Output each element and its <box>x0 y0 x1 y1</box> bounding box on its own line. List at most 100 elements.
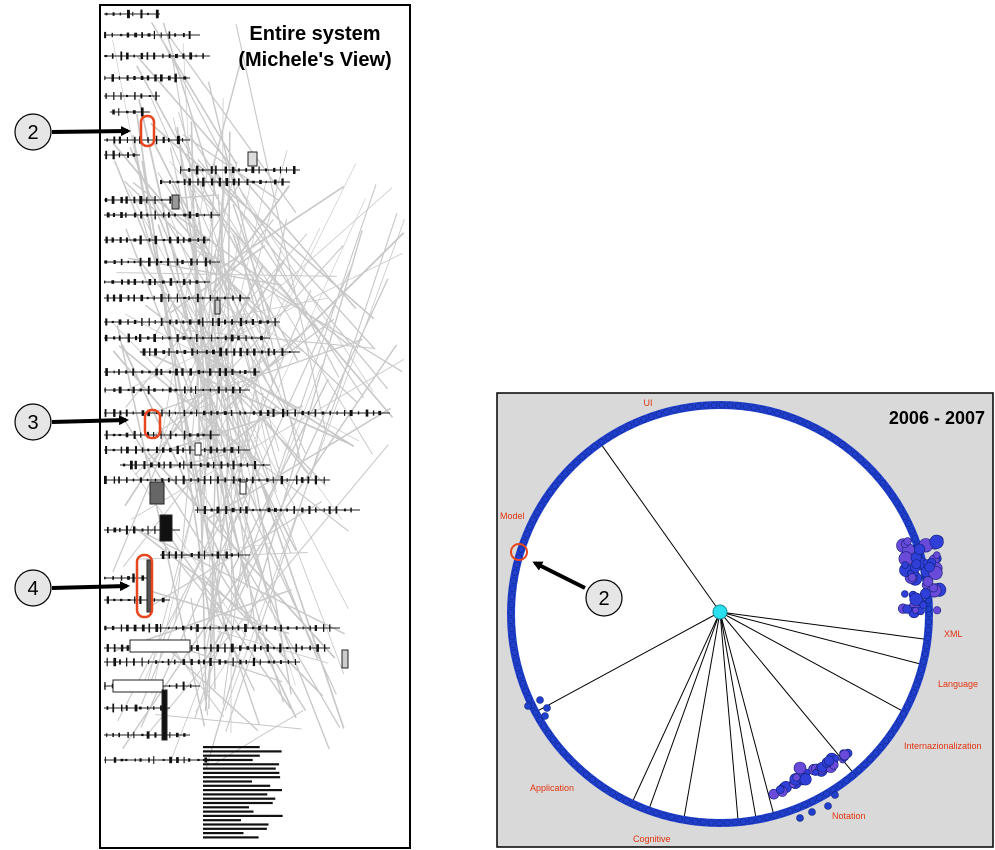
module-node <box>357 411 360 415</box>
ring-node <box>732 819 739 826</box>
module-node <box>153 334 156 342</box>
module-node <box>176 293 178 303</box>
module-node <box>254 460 257 470</box>
module-node <box>169 278 173 286</box>
cluster-node <box>922 576 934 587</box>
module-text-line <box>203 750 282 753</box>
module-node <box>122 463 126 467</box>
module-node <box>286 646 289 650</box>
ring-node <box>694 402 702 410</box>
module-node <box>183 460 185 470</box>
module-node <box>140 52 144 60</box>
category-label-ui: UI <box>644 398 653 408</box>
ring-node <box>508 593 515 600</box>
module-node <box>202 177 205 187</box>
ring-node <box>755 816 763 823</box>
module-node <box>106 212 110 218</box>
module-node <box>139 235 142 245</box>
module-node <box>147 448 150 452</box>
module-node <box>225 551 228 559</box>
module-node <box>308 505 311 514</box>
module-node <box>314 475 317 485</box>
module-node <box>260 645 262 651</box>
module-node <box>104 31 107 39</box>
module-node <box>232 295 234 301</box>
module-node <box>309 645 311 651</box>
module-node <box>182 625 185 631</box>
ring-node <box>571 760 578 768</box>
module-node <box>141 624 145 632</box>
module-node <box>315 507 317 513</box>
ring-node <box>716 819 723 827</box>
module-node <box>132 368 135 376</box>
ring-node <box>511 649 518 656</box>
module-text-line <box>203 832 244 835</box>
module-node <box>105 368 108 376</box>
module-node <box>182 279 186 285</box>
module-node <box>112 109 115 115</box>
module-node <box>133 731 135 739</box>
module-node <box>119 410 122 416</box>
ring-node <box>924 634 931 642</box>
module-node <box>190 684 192 688</box>
dependency-edge <box>226 131 231 479</box>
ring-node <box>589 776 596 783</box>
module-node <box>111 625 115 631</box>
module-node <box>258 166 260 174</box>
dependency-edge <box>190 597 209 716</box>
ring-node <box>724 819 731 827</box>
module-node <box>182 659 186 665</box>
module-node <box>239 463 243 467</box>
module-node <box>202 388 204 391</box>
module-node <box>146 336 150 340</box>
module-box <box>194 442 202 456</box>
module-node <box>307 411 310 415</box>
module-node <box>188 178 191 186</box>
module-node <box>169 684 171 688</box>
module-node <box>218 177 221 187</box>
dependency-edge <box>201 160 227 539</box>
spokes <box>535 442 928 823</box>
callout-2-left: 2 <box>14 113 131 151</box>
ring-node <box>758 406 766 413</box>
module-node <box>133 430 136 439</box>
module-node <box>212 349 215 355</box>
dependency-edge <box>186 329 374 349</box>
ring-node <box>823 790 830 798</box>
module-node <box>153 388 156 392</box>
module-node <box>203 626 206 630</box>
module-node <box>169 196 171 204</box>
module-node <box>112 576 114 580</box>
module-node <box>174 213 176 217</box>
ring-node <box>879 479 887 487</box>
module-node <box>104 756 106 764</box>
module-node <box>147 385 150 395</box>
module-node <box>246 178 249 186</box>
ring-node <box>618 426 626 433</box>
arrow-icon <box>51 126 131 137</box>
module-node <box>167 212 170 218</box>
ring-node <box>774 409 781 417</box>
arrow-icon <box>532 561 586 590</box>
module-node <box>111 320 114 324</box>
module-node <box>265 180 267 184</box>
module-node <box>216 506 220 514</box>
dependency-edge <box>153 184 240 339</box>
module-node <box>232 386 235 394</box>
module-node <box>141 280 144 284</box>
module-node <box>174 411 177 415</box>
callout-4-left: 4 <box>14 569 130 607</box>
ring-node <box>867 755 874 763</box>
ring-nodes <box>507 401 933 827</box>
module-node <box>133 279 137 285</box>
ring-node <box>910 689 918 696</box>
module-node <box>133 196 136 204</box>
module-node <box>230 447 234 453</box>
module-node <box>134 32 138 38</box>
module-node <box>160 705 162 711</box>
module-node <box>118 76 120 80</box>
module-node <box>210 508 213 512</box>
module-node <box>182 33 185 38</box>
module-node <box>251 166 255 174</box>
module-text-line <box>203 763 280 766</box>
